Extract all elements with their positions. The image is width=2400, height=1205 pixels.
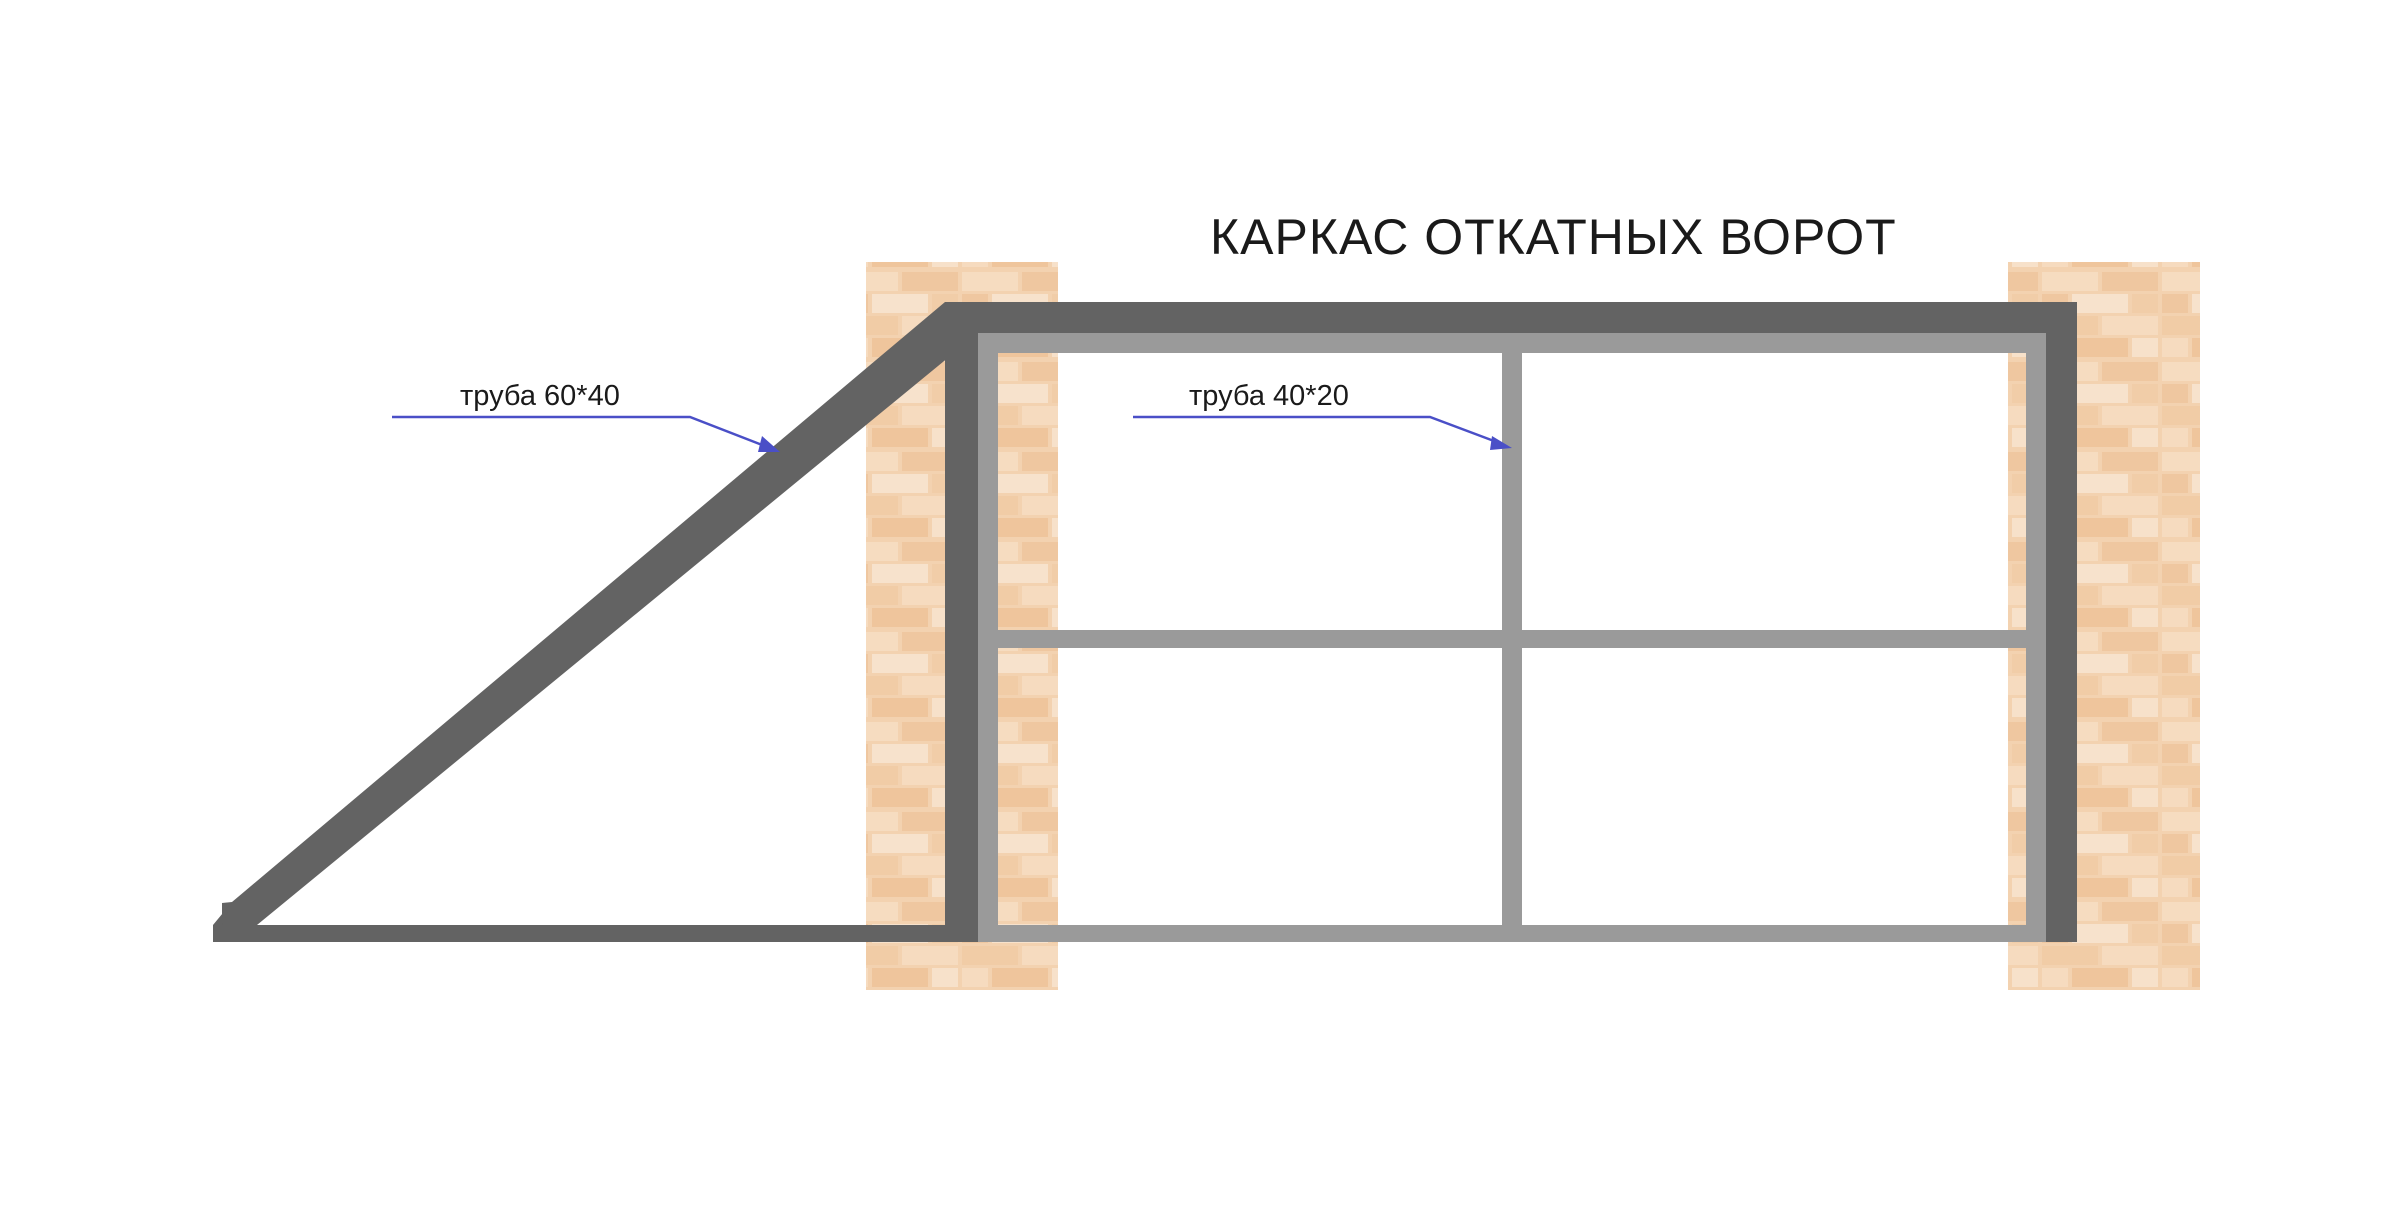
callout-pipe-60x40: [392, 415, 780, 452]
callout-line-1: [392, 415, 771, 450]
outer-frame-top: [945, 302, 2077, 333]
outer-frame-bottom: [213, 925, 978, 942]
diagram-title: КАРКАС ОТКАТНЫХ ВОРОТ: [1210, 209, 1897, 265]
outer-frame: [213, 302, 2077, 942]
outer-frame-left-post: [945, 302, 978, 942]
callout-label-pipe-60x40: труба 60*40: [460, 380, 620, 412]
callout-line-2: [1133, 415, 1503, 446]
inner-frame-middle-vertical: [1502, 333, 1522, 942]
callout-arrow-2: [1490, 436, 1512, 450]
inner-frame: [978, 333, 2046, 942]
callout-label-pipe-40x20: труба 40*20: [1189, 380, 1349, 412]
outer-frame-right-post: [2046, 302, 2077, 942]
callout-pipe-40x20: [1133, 415, 1512, 450]
outer-frame-diagonal-brace: [222, 302, 977, 925]
callout-arrow-1: [758, 436, 780, 452]
